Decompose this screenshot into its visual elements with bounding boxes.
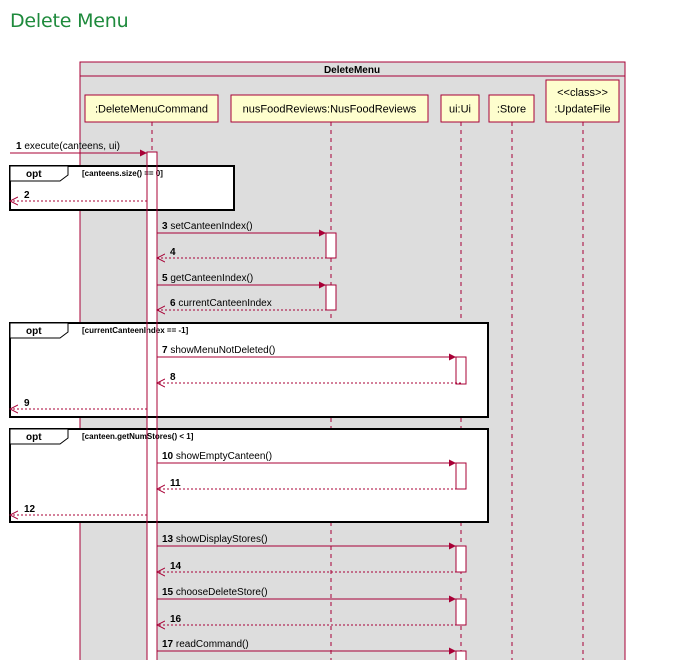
participant-ui-label: ui:Ui [449, 104, 471, 116]
message-15: 15 chooseDeleteStore() [157, 587, 456, 603]
fragment-opt-1: opt [canteens.size() == 0] [9, 165, 235, 211]
message-12-label: 12 [24, 504, 36, 515]
diagram-box-title: DeleteMenu [324, 65, 380, 76]
message-15-label: 15 chooseDeleteStore() [162, 587, 268, 598]
message-4: 4 [157, 247, 331, 258]
activation-ui-1 [455, 356, 467, 385]
activation-cmd-front [146, 151, 158, 660]
participant-cmd-label: :DeleteMenuCommand [95, 104, 208, 116]
activation-nfr-2 [325, 284, 337, 311]
message-2: 2 [10, 190, 147, 201]
message-16-label: 16 [170, 614, 182, 625]
message-6: 6 currentCanteenIndex [157, 298, 331, 310]
message-12: 12 [10, 504, 147, 515]
activation-ui-2 [455, 462, 467, 490]
fragment-opt-3-keyword: opt [26, 432, 42, 443]
participant-uf-label-line1: <<class>> [557, 87, 608, 99]
message-6-label: 6 currentCanteenIndex [170, 298, 272, 309]
participant-cmd: :DeleteMenuCommand [84, 94, 219, 123]
message-8: 8 [157, 372, 461, 383]
fragment-opt-3: opt [canteen.getNumStores() < 1] [9, 428, 489, 523]
message-7-label: 7 showMenuNotDeleted() [162, 345, 275, 356]
message-1-label: 1 execute(canteens, ui) [16, 141, 120, 152]
fragment-opt-2: opt [currentCanteenIndex == -1] [9, 322, 489, 418]
message-10-label: 10 showEmptyCanteen() [162, 451, 272, 462]
message-3: 3 setCanteenIndex() [157, 221, 326, 237]
message-17-label: 17 readCommand() [162, 639, 249, 650]
messages-layer: 1 execute(canteens, ui) 2 3 setCanteenInde… [10, 141, 461, 655]
activation-ui-5 [455, 650, 467, 660]
message-14: 14 [157, 561, 461, 572]
message-5: 5 getCanteenIndex() [157, 273, 326, 289]
participant-store-label: :Store [497, 104, 526, 116]
participant-store: :Store [488, 94, 535, 123]
message-3-label: 3 setCanteenIndex() [162, 221, 253, 232]
participant-ui: ui:Ui [440, 94, 480, 123]
message-1: 1 execute(canteens, ui) [10, 141, 147, 157]
fragment-opt-1-condition: [canteens.size() == 0] [82, 169, 163, 178]
fragment-opt-1-keyword: opt [26, 169, 42, 180]
activation-ui-4 [455, 598, 467, 626]
message-8-label: 8 [170, 372, 176, 383]
message-10: 10 showEmptyCanteen() [157, 451, 456, 467]
message-2-label: 2 [24, 190, 30, 201]
participant-uf: <<class>> :UpdateFile [545, 79, 620, 123]
activation-nfr-1 [325, 232, 337, 259]
message-4-label: 4 [170, 247, 176, 258]
message-7: 7 showMenuNotDeleted() [157, 345, 456, 361]
message-17: 17 readCommand() [157, 639, 456, 655]
participant-nfr-label: nusFoodReviews:NusFoodReviews [243, 104, 417, 116]
fragment-opt-3-condition: [canteen.getNumStores() < 1] [82, 432, 194, 441]
message-9-label: 9 [24, 398, 30, 409]
message-13-label: 13 showDisplayStores() [162, 534, 268, 545]
message-11: 11 [157, 478, 461, 489]
page-heading: Delete Menu [10, 10, 129, 32]
message-9: 9 [10, 398, 147, 409]
message-16: 16 [157, 614, 461, 625]
participant-nfr: nusFoodReviews:NusFoodReviews [230, 94, 429, 123]
activation-ui-3 [455, 545, 467, 573]
fragment-opt-2-condition: [currentCanteenIndex == -1] [82, 326, 189, 335]
fragment-opt-2-keyword: opt [26, 326, 42, 337]
message-11-label: 11 [170, 478, 181, 489]
message-14-label: 14 [170, 561, 182, 572]
message-13: 13 showDisplayStores() [157, 534, 456, 550]
message-5-label: 5 getCanteenIndex() [162, 273, 253, 284]
participant-uf-label-line2: :UpdateFile [554, 104, 610, 116]
